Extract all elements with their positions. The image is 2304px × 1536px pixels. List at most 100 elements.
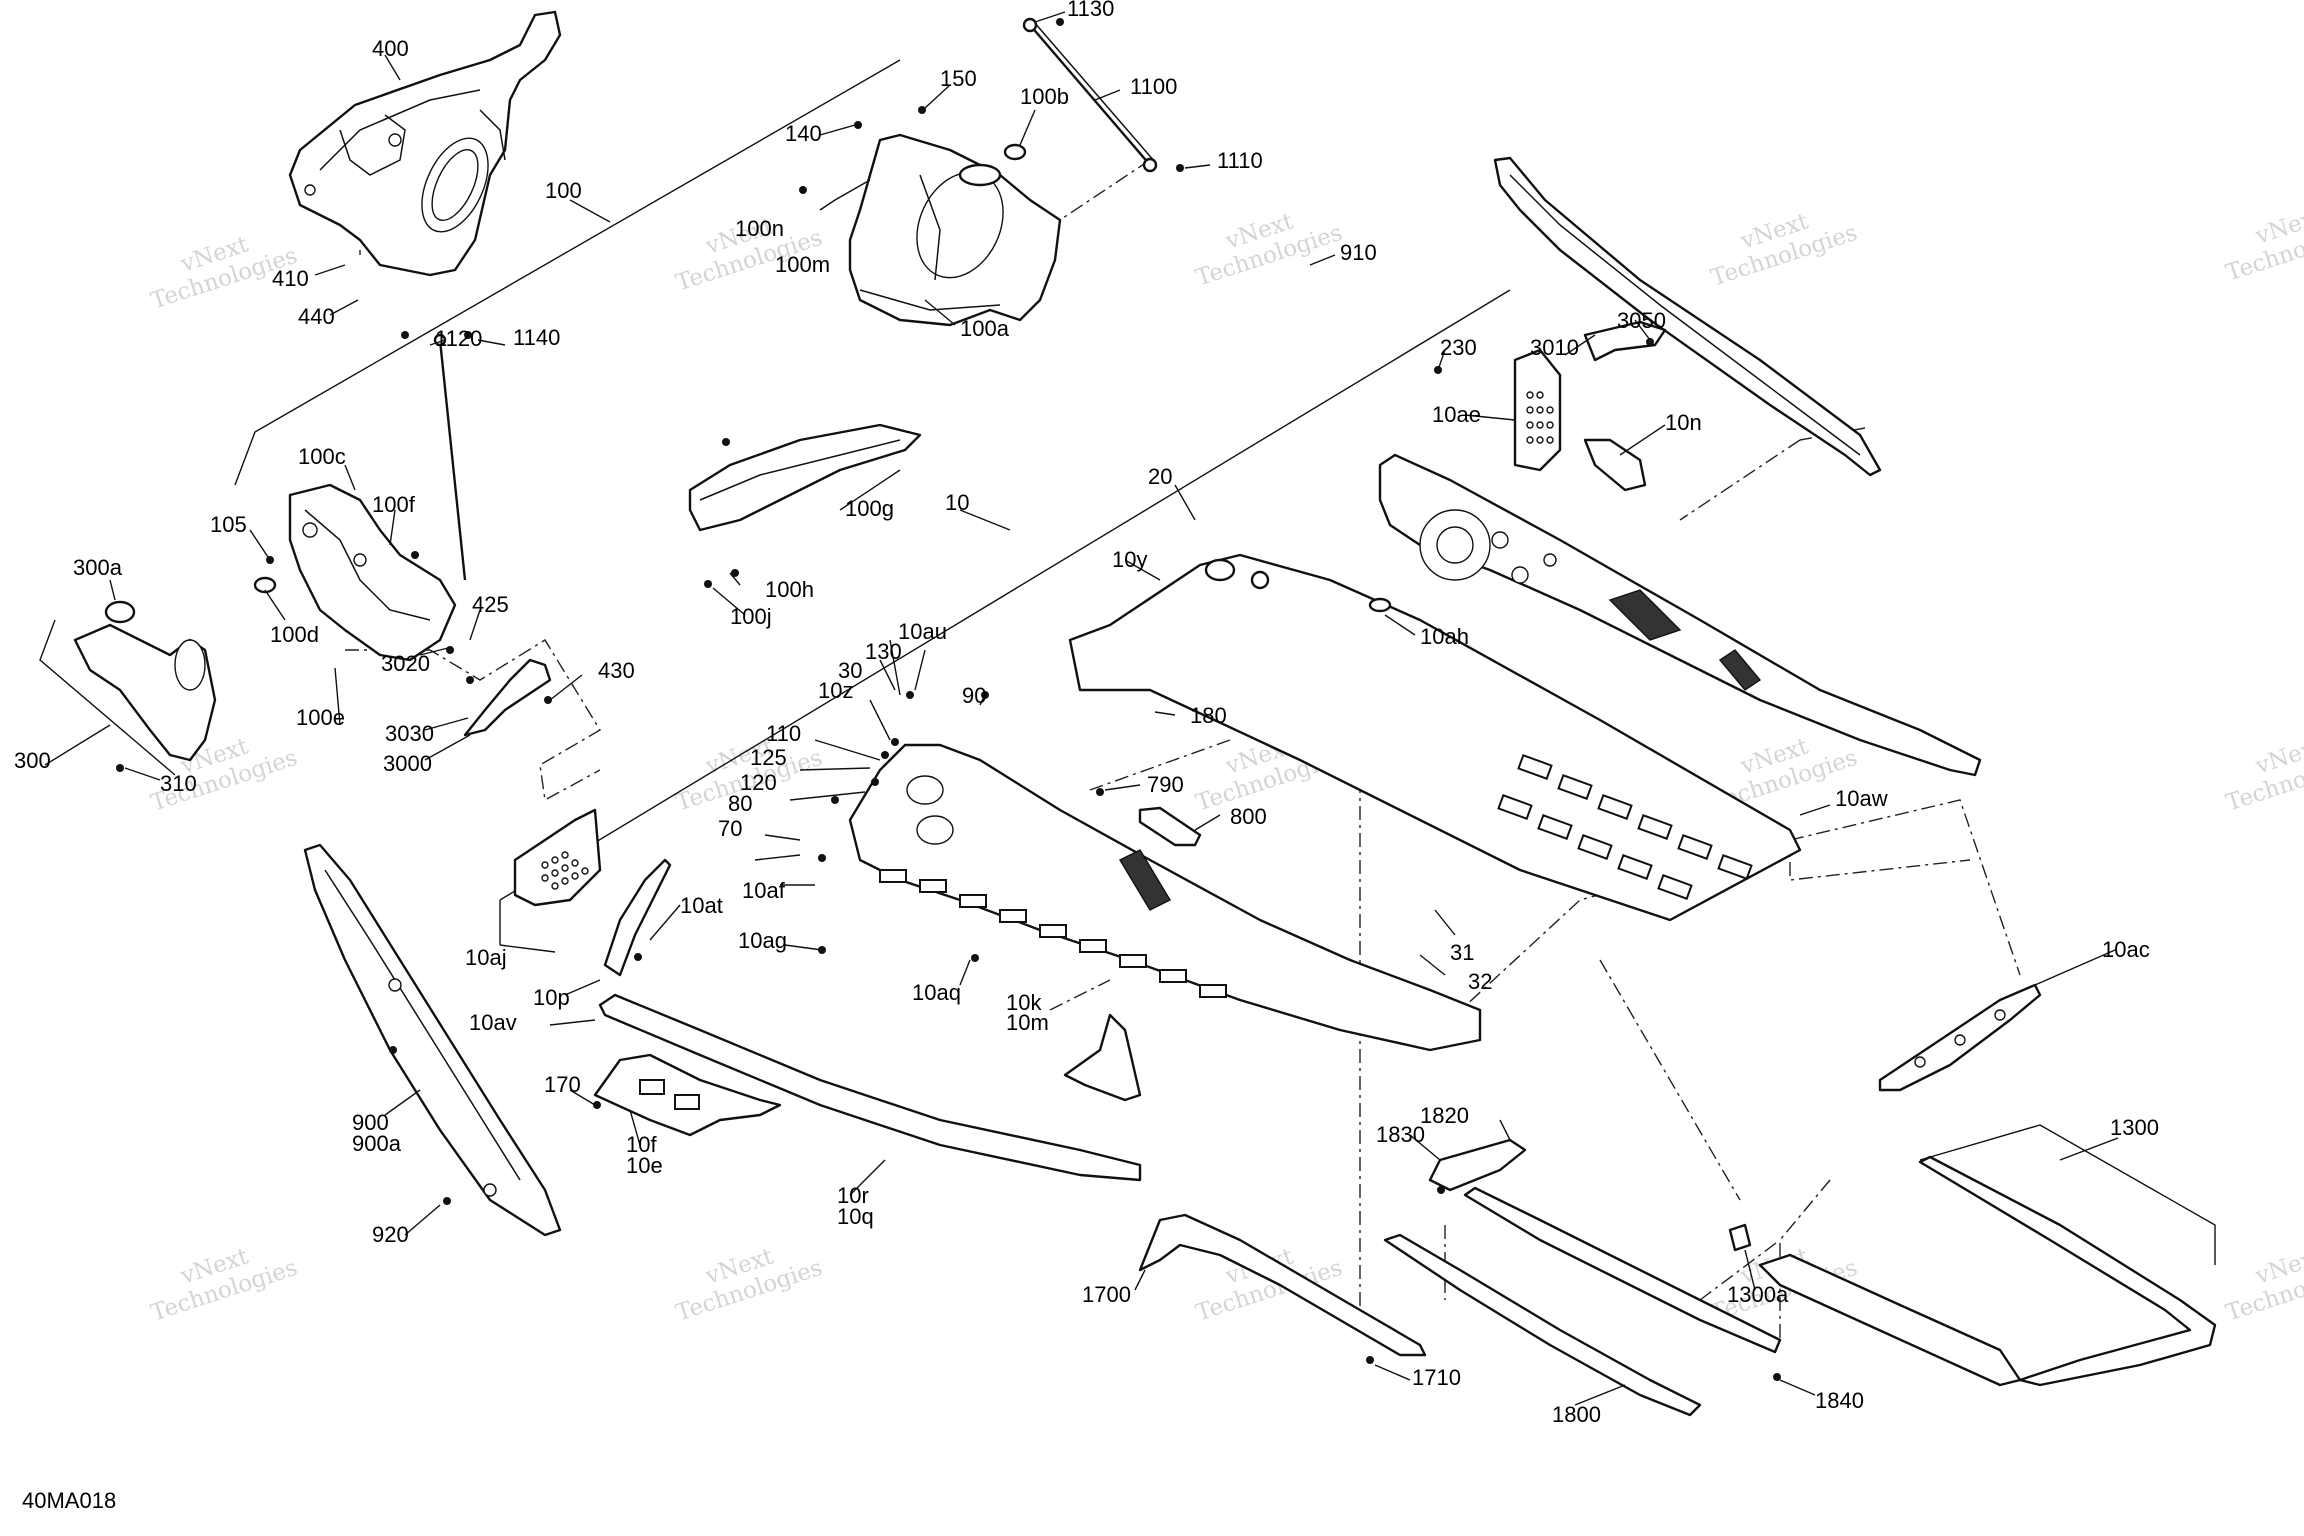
callout-170: 170 (544, 1072, 581, 1097)
bracket-3000-part (446, 646, 552, 737)
mesh-10aj (541, 851, 589, 890)
callout-105: 105 (210, 512, 247, 537)
callout-31: 31 (1450, 940, 1474, 965)
bracket-100 (234, 59, 901, 486)
callout-30: 30 (838, 658, 862, 683)
callout-10q: 10q (837, 1204, 874, 1229)
bracket-10p (603, 858, 672, 977)
callout-10aw: 10aw (1835, 786, 1888, 811)
bracket-1300 (1919, 1124, 2216, 1265)
tunnel-side-center (818, 691, 1482, 1052)
callout-425: 425 (472, 592, 509, 617)
callout-10ah: 10ah (1420, 624, 1469, 649)
rail-1700 (1138, 1213, 1427, 1357)
callout-1300a: 1300a (1727, 1282, 1789, 1307)
rail-900 (303, 843, 562, 1237)
rod-1100 (1022, 17, 1158, 173)
watermark: vNext Technologies (673, 213, 826, 296)
diagram-code: 40MA018 (22, 1488, 117, 1513)
rail-1800 (1366, 1138, 1782, 1417)
tunnel-top-10y (1068, 553, 1802, 922)
brackets-3010-10ae-10n (1434, 320, 1667, 492)
tunnel-slots (1497, 754, 1753, 900)
callout-3020: 3020 (381, 651, 430, 676)
callout-1300: 1300 (2110, 1115, 2159, 1140)
callout-1800: 1800 (1552, 1402, 1601, 1427)
side-panel-right (1378, 453, 1982, 777)
rod-1120 (433, 333, 467, 581)
callout-920: 920 (372, 1222, 409, 1247)
callout-910: 910 (1340, 240, 1377, 265)
bracket-300 (39, 619, 176, 776)
callout-150: 150 (940, 66, 977, 91)
callout-labels: 1130 1100 1110 150 100b 140 400 100 410 … (14, 0, 2159, 1427)
callout-300: 300 (14, 748, 51, 773)
mesh-panel-10aj (513, 808, 602, 907)
callout-10av: 10av (469, 1010, 517, 1035)
callout-120: 120 (740, 770, 777, 795)
callout-790: 790 (1147, 772, 1184, 797)
callout-1100: 1100 (1130, 74, 1177, 99)
bracket-300-part (73, 600, 217, 772)
callout-10f: 10f (626, 1132, 657, 1157)
callout-3000: 3000 (383, 751, 432, 776)
callout-100n: 100n (735, 216, 784, 241)
callout-900a: 900a (352, 1131, 402, 1156)
callout-10au: 10au (898, 619, 947, 644)
callout-10y: 10y (1112, 547, 1147, 572)
callout-1710: 1710 (1412, 1365, 1461, 1390)
callout-10aq: 10aq (912, 980, 961, 1005)
callout-100d: 100d (270, 622, 319, 647)
callout-10n: 10n (1665, 410, 1702, 435)
callout-10k: 10k (1006, 990, 1042, 1015)
watermark: vNext Technologies (1193, 208, 1346, 291)
callout-3010: 3010 (1530, 335, 1579, 360)
callout-10p: 10p (533, 985, 570, 1010)
callout-10z: 10z (818, 678, 853, 703)
callout-300a: 300a (73, 555, 123, 580)
callout-10ac: 10ac (2102, 937, 2150, 962)
callout-1840: 1840 (1815, 1388, 1864, 1413)
callout-20: 20 (1148, 464, 1172, 489)
callout-3030: 3030 (385, 721, 434, 746)
callout-100a: 100a (960, 316, 1010, 341)
watermark: vNext Technologies (1708, 208, 1861, 291)
callout-70: 70 (718, 816, 742, 841)
bar-10r (598, 993, 1142, 1182)
bracket-10ac (1878, 983, 2042, 1092)
callout-100b: 100b (1020, 84, 1069, 109)
callout-10: 10 (945, 490, 969, 515)
callout-10af: 10af (742, 878, 786, 903)
callout-3050: 3050 (1617, 308, 1666, 333)
callout-125: 125 (750, 745, 787, 770)
callout-100g: 100g (845, 496, 894, 521)
callout-800: 800 (1230, 804, 1267, 829)
callout-10m: 10m (1006, 1010, 1049, 1035)
steering-frame-400 (288, 10, 562, 277)
callout-1830: 1830 (1376, 1122, 1425, 1147)
callout-230: 230 (1440, 335, 1477, 360)
callout-140: 140 (785, 121, 822, 146)
mesh-pattern (1526, 391, 1554, 444)
callout-10ae: 10ae (1432, 402, 1481, 427)
callout-32: 32 (1468, 969, 1492, 994)
callout-1140: 1140 (513, 325, 560, 350)
bracket-100g (688, 423, 922, 588)
callout-10ag: 10ag (738, 928, 787, 953)
callout-310: 310 (160, 771, 197, 796)
plate-10f (593, 1053, 782, 1137)
callout-100c: 100c (298, 444, 346, 469)
watermark: vNext Technologies (673, 1243, 826, 1326)
rail-910 (1493, 156, 1882, 477)
callout-80: 80 (728, 791, 752, 816)
callout-100m: 100m (775, 252, 830, 277)
callout-1130: 1130 (1067, 0, 1114, 21)
bracket-800 (1096, 788, 1202, 847)
callout-100f: 100f (372, 492, 416, 517)
callout-1820: 1820 (1420, 1103, 1469, 1128)
bracket-10 (499, 289, 1511, 901)
callout-10e: 10e (626, 1153, 663, 1178)
callout-400: 400 (372, 36, 409, 61)
callout-10aj: 10aj (465, 945, 507, 970)
